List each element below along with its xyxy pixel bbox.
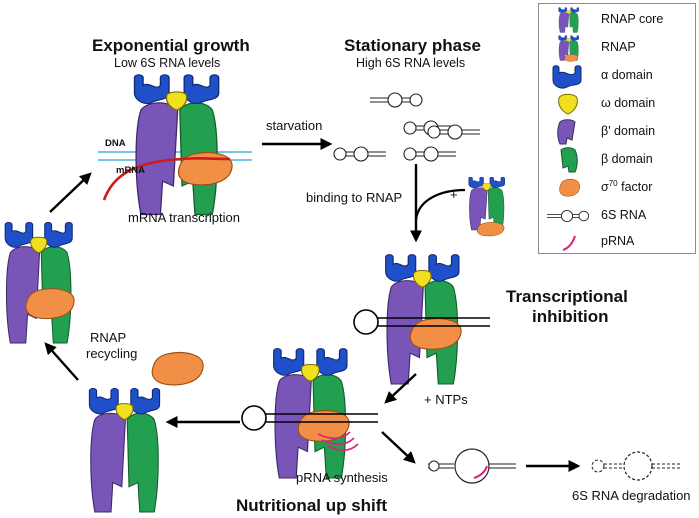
rnap-prna-complex [241, 348, 378, 479]
mrna-label: mRNA [116, 165, 146, 176]
ntps-label: + NTPs [424, 392, 468, 407]
nutritional-upshift-title: Nutritional up shift [236, 496, 388, 515]
sigma-factor-icon [559, 178, 581, 197]
6s-prna-hybrid [428, 448, 516, 484]
transcriptional-inhibition-title-2: inhibition [532, 307, 609, 326]
free-rnap-core [88, 387, 161, 513]
legend-item-sigma: σ70 factor [539, 174, 695, 202]
recycling-label-1: RNAP [90, 330, 127, 345]
legend-item-rnap-core: RNAP core [539, 6, 695, 34]
release-arrow [381, 431, 416, 464]
initiation-arrow [49, 172, 92, 213]
stationary-phase-subtitle: High 6S RNA levels [356, 56, 466, 70]
recycling-label-2: recycling [86, 346, 138, 361]
6s-rna-cluster [333, 92, 481, 162]
mrna-transcription-caption: mRNA transcription [128, 210, 240, 225]
legend-item-alpha: α domain [539, 62, 695, 90]
ntps-arrow [384, 373, 417, 404]
legend-item-rnap: RNAP [539, 34, 695, 62]
alpha-domain-icon [552, 65, 582, 89]
transcriptional-inhibition-title-1: Transcriptional [506, 287, 628, 306]
rnap-holoenzyme-small [468, 176, 505, 237]
legend: RNAP core RNAP α domain ω domain β' doma… [538, 3, 696, 254]
legend-item-6s-rna: 6S RNA [539, 202, 695, 230]
stationary-phase-title: Stationary phase [344, 36, 481, 55]
plus-label: + [450, 187, 458, 202]
rnap-dna-complex [98, 74, 252, 216]
legend-item-beta: β domain [539, 146, 695, 174]
exponential-growth-title: Exponential growth [92, 36, 250, 55]
legend-item-omega: ω domain [539, 90, 695, 118]
beta-prime-domain-icon [557, 119, 576, 145]
6s-rna-icon [546, 209, 590, 223]
starvation-label: starvation [266, 118, 323, 133]
rnap-holoenzyme-icon [558, 35, 579, 62]
rnap-core-icon [558, 7, 579, 33]
free-sigma-factor [151, 352, 204, 386]
rnap-holoenzyme [4, 221, 75, 344]
omega-domain-icon [558, 93, 578, 115]
legend-item-beta-prime: β' domain [539, 118, 695, 146]
recycling-arrow [44, 342, 79, 381]
prna-synthesis-caption: pRNA synthesis [296, 470, 388, 485]
dna-label: DNA [105, 138, 126, 149]
degraded-6s-rna [591, 451, 680, 481]
degradation-label: 6S RNA degradation [572, 488, 691, 503]
legend-item-prna: pRNA [539, 228, 695, 256]
mrna-strand [102, 157, 231, 201]
binding-label: binding to RNAP [306, 190, 403, 205]
rnap-6s-complex [353, 254, 490, 385]
beta-domain-icon [560, 147, 578, 173]
prna-icon [562, 235, 576, 251]
exponential-growth-subtitle: Low 6S RNA levels [114, 56, 221, 70]
